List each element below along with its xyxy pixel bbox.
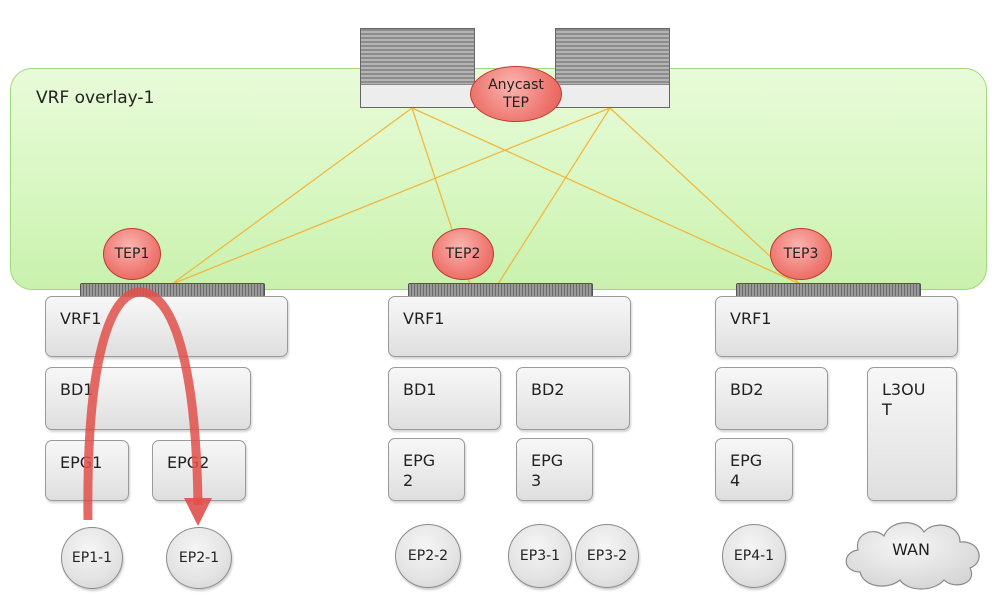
leaf3-epg4-line1: EPG (730, 451, 763, 470)
endpoint-ep3-2: EP3-2 (575, 524, 639, 588)
link-spine1-leaf1 (171, 107, 413, 285)
vrf-overlay-label: VRF overlay-1 (36, 88, 155, 108)
leaf3-l3out-line2: T (882, 400, 892, 419)
leaf2-vrf1: VRF1 (388, 296, 631, 357)
spine-switch-2 (555, 28, 670, 108)
leaf2-epg2: EPG 2 (388, 438, 465, 501)
leaf3-epg4-line2: 4 (730, 471, 741, 490)
wan-label: WAN (892, 540, 930, 559)
spine-switch-1 (360, 28, 475, 108)
leaf2-bd1: BD1 (388, 367, 501, 430)
leaf2-epg2-line2: 2 (403, 471, 414, 490)
tep1: TEP1 (103, 228, 161, 280)
endpoint-ep3-1: EP3-1 (508, 524, 572, 588)
endpoint-ep2-1: EP2-1 (166, 527, 232, 589)
leaf3-vrf1: VRF1 (715, 296, 958, 357)
endpoint-ep2-2: EP2-2 (395, 524, 461, 588)
leaf3-epg4: EPG 4 (715, 438, 793, 501)
leaf1-bd1: BD1 (45, 367, 251, 430)
anycast-tep-line2: TEP (503, 95, 529, 111)
arrowhead-icon (184, 498, 212, 526)
leaf2-bd2: BD2 (516, 367, 630, 430)
leaf2-epg3-line2: 3 (531, 471, 542, 490)
leaf2-epg2-line1: EPG (403, 451, 436, 470)
leaf3-l3out: L3OU T (867, 367, 957, 501)
tep3: TEP3 (770, 228, 832, 280)
leaf2-epg3: EPG 3 (516, 438, 593, 501)
leaf2-epg3-line1: EPG (531, 451, 564, 470)
anycast-tep: Anycast TEP (470, 66, 562, 122)
anycast-tep-line1: Anycast (488, 77, 544, 93)
endpoint-ep4-1: EP4-1 (722, 524, 786, 588)
leaf3-l3out-line1: L3OU (882, 380, 926, 399)
link-spine2-leaf3 (609, 107, 801, 285)
tep2: TEP2 (432, 228, 494, 280)
link-spine2-leaf1 (171, 107, 611, 285)
link-spine2-leaf2 (497, 107, 611, 285)
link-spine1-leaf3 (411, 107, 801, 285)
endpoint-ep1-1: EP1-1 (61, 527, 123, 589)
wan-cloud-icon (845, 522, 980, 590)
leaf3-bd2: BD2 (715, 367, 828, 430)
